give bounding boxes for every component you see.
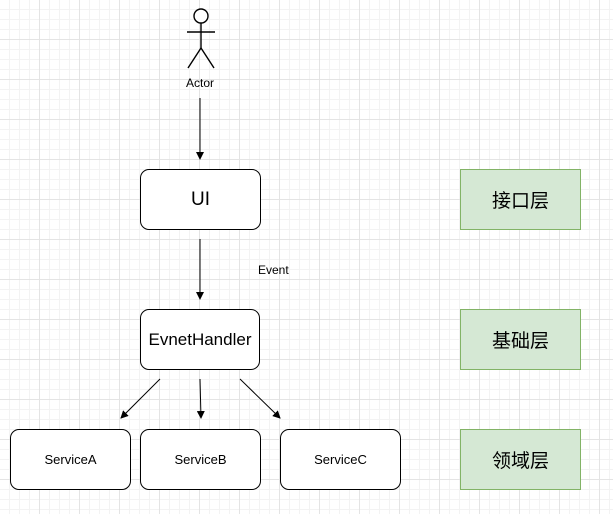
- interface-layer-box[interactable]: 接口层: [460, 169, 581, 230]
- ui-node[interactable]: UI: [140, 169, 261, 230]
- actor-icon: [187, 8, 215, 69]
- service-b-node[interactable]: ServiceB: [140, 429, 261, 490]
- event-edge-label: Event: [258, 263, 289, 277]
- domain-layer-box[interactable]: 领域层: [460, 429, 581, 490]
- service-a-node[interactable]: ServiceA: [10, 429, 131, 490]
- actor-label: Actor: [185, 76, 214, 90]
- service-c-node[interactable]: ServiceC: [280, 429, 401, 490]
- edge-handler-to-service-b: [196, 378, 205, 419]
- infrastructure-layer-box[interactable]: 基础层: [460, 309, 581, 370]
- event-handler-node[interactable]: EvnetHandler: [140, 309, 260, 370]
- edge-handler-to-service-a: [120, 378, 161, 419]
- edge-handler-to-service-c: [239, 378, 281, 419]
